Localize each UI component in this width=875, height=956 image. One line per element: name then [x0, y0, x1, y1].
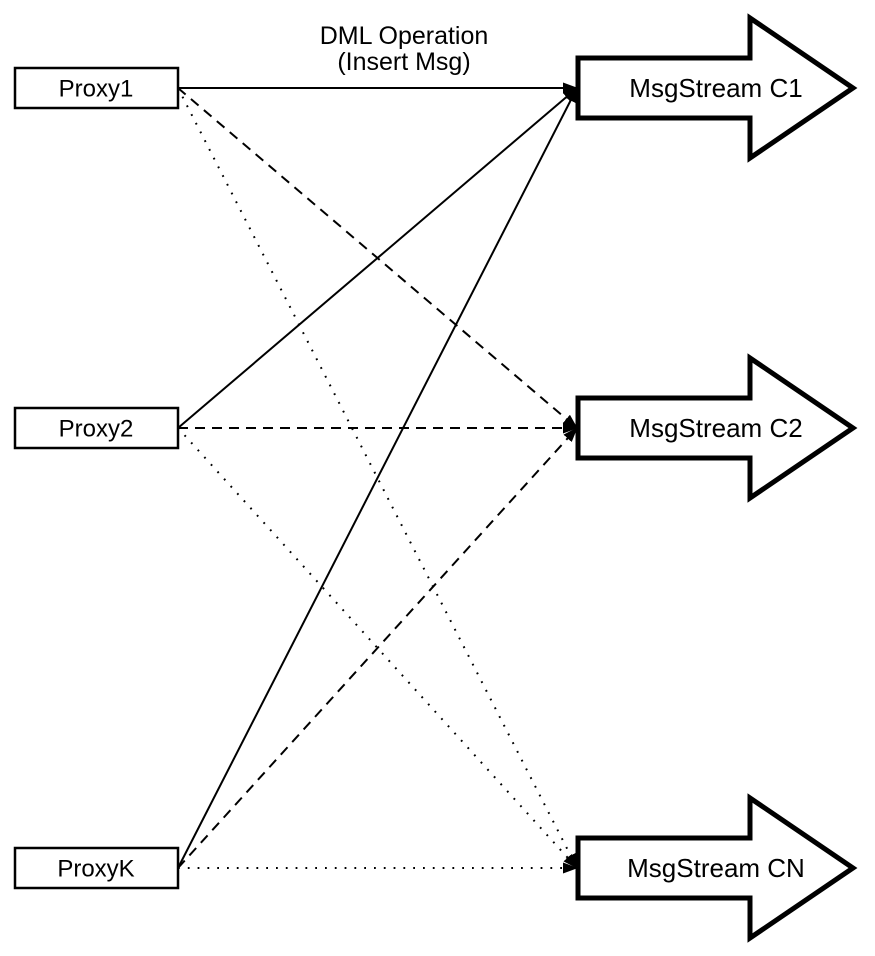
proxy2-box: [13, 406, 180, 450]
msgstream-c1-label: MsgStream C1: [629, 73, 802, 103]
connection-proxy2-to-cn: [177, 427, 578, 869]
proxy1-label: Proxy1: [59, 76, 134, 103]
msgstream-c2-arrow-shape: [575, 353, 858, 503]
msgstream-cn-node: MsgStream CN: [575, 793, 858, 943]
diagram-title-line1: DML Operation: [320, 22, 489, 50]
msgstream-cn-arrow-shape: [575, 793, 858, 943]
proxy1-box: [13, 66, 180, 110]
connection-proxyk-to-c1: [177, 87, 578, 869]
msgstream-c1-node: MsgStream C1: [575, 13, 858, 163]
proxy2-label: Proxy2: [59, 416, 134, 443]
proxy1-node: Proxy1: [13, 66, 180, 110]
msgstream-cn-label: MsgStream CN: [627, 853, 805, 883]
proxyk-label: ProxyK: [57, 856, 134, 883]
connection-proxy2-to-c1: [177, 87, 578, 429]
proxyk-node: ProxyK: [13, 846, 180, 890]
diagram-title-line2: (Insert Msg): [337, 48, 470, 76]
proxyk-box: [13, 846, 180, 890]
msgstream-c2-label: MsgStream C2: [629, 413, 802, 443]
proxy2-node: Proxy2: [13, 406, 180, 450]
msgstream-c2-node: MsgStream C2: [575, 353, 858, 503]
msgstream-c1-arrow-shape: [575, 13, 858, 163]
connection-proxyk-to-c2: [177, 427, 578, 869]
